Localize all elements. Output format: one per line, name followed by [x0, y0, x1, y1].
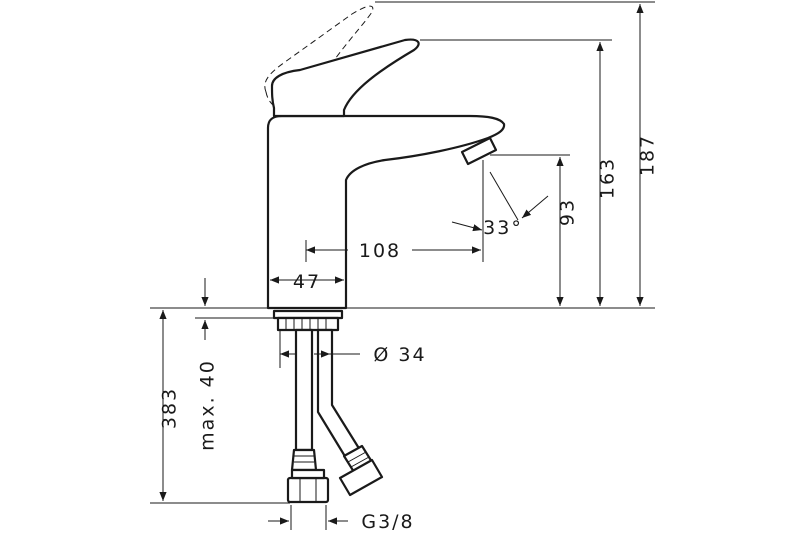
- hose-left-nut: [286, 476, 330, 504]
- angle-arrow-right: [521, 195, 549, 219]
- aerator: [460, 136, 498, 166]
- hose-left-crimp: [290, 448, 318, 472]
- dimension-lines: [159, 4, 644, 525]
- label-33-deg: 33°: [483, 217, 523, 239]
- extension-lines: [150, 1, 655, 530]
- label-187: 187: [637, 134, 659, 176]
- hose-left-collar: [290, 468, 326, 480]
- threaded-shank: [276, 316, 340, 332]
- angle-arrow-left: [451, 221, 483, 232]
- hose-left: [294, 328, 314, 452]
- supply-hoses: [286, 328, 384, 504]
- label-g38: G3/8: [361, 511, 414, 533]
- label-383: 383: [159, 387, 181, 429]
- label-108: 108: [359, 240, 401, 262]
- label-93: 93: [557, 198, 579, 226]
- label-max-40: max. 40: [197, 359, 219, 451]
- angle-ray-line: [489, 171, 519, 221]
- label-47: 47: [293, 271, 321, 293]
- faucet-body: [264, 5, 506, 332]
- hose-right: [316, 328, 362, 460]
- dimension-labels: 187 163 93 108 47 33° 383 max. 40 Ø 34 G…: [159, 134, 659, 533]
- label-163: 163: [597, 157, 619, 199]
- label-diameter-34: Ø 34: [373, 344, 426, 366]
- lever-raised-outline: [264, 5, 374, 111]
- hose-right-nut: [338, 458, 384, 497]
- lever-handle: [270, 38, 420, 118]
